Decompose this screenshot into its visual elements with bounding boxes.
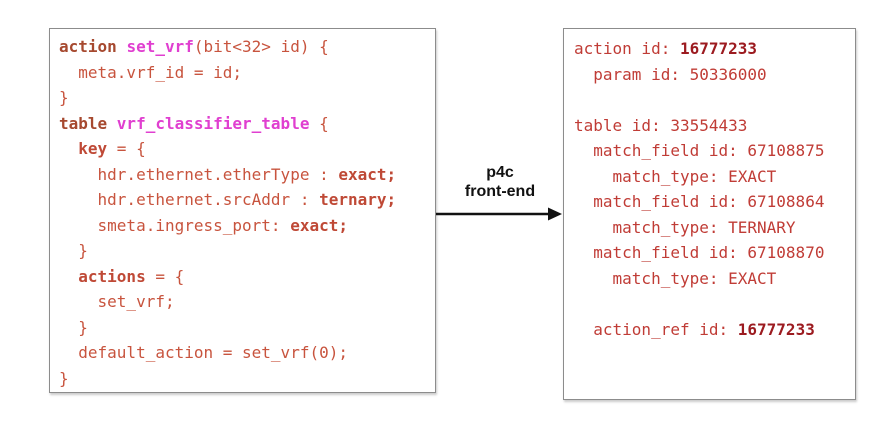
code-line: match_type: EXACT: [574, 266, 851, 292]
code-line: match_field id: 67108864: [574, 189, 851, 215]
code-segment: = {: [145, 266, 185, 286]
code-segment: actions: [78, 266, 146, 286]
code-line: }: [59, 85, 431, 111]
code-segment: (bit<32> id) {: [193, 37, 329, 56]
code-segment: [59, 139, 78, 158]
code-segment: match_field id: 67108870: [574, 243, 825, 262]
code-segment: }: [59, 88, 69, 107]
code-line: set_vrf;: [59, 289, 431, 315]
code-segment: 16777233: [737, 319, 815, 339]
code-segment: param id: 50336000: [574, 64, 767, 84]
code-segment: key: [78, 139, 108, 158]
p4-source-code-panel: action set_vrf(bit<32> id) { meta.vrf_id…: [49, 28, 436, 393]
code-segment: set_vrf: [126, 37, 194, 56]
code-segment: set_vrf;: [59, 292, 175, 311]
code-line: match_field id: 67108875: [574, 138, 851, 164]
code-line: hdr.ethernet.srcAddr : ternary;: [59, 187, 431, 213]
code-segment: action id:: [574, 39, 680, 58]
code-line: action_ref id: 16777233: [574, 317, 851, 343]
code-segment: }: [59, 317, 88, 337]
code-line: }: [59, 315, 431, 341]
code-segment: hdr.ethernet.etherType :: [59, 164, 339, 184]
code-line: default_action = set_vrf(0);: [59, 340, 431, 366]
code-segment: }: [59, 241, 88, 260]
code-segment: exact;: [338, 164, 397, 184]
code-line: }: [59, 366, 431, 392]
code-line: table vrf_classifier_table {: [59, 111, 431, 137]
code-line: table id: 33554433: [574, 113, 851, 139]
code-line: }: [59, 238, 431, 264]
code-line: hdr.ethernet.etherType : exact;: [59, 162, 431, 188]
code-segment: match_field id: 67108875: [574, 141, 825, 160]
code-line: key = {: [59, 136, 431, 162]
arrow-label: p4c front-end: [437, 163, 563, 201]
code-line: meta.vrf_id = id;: [59, 60, 431, 86]
code-segment: default_action = set_vrf(0);: [59, 343, 348, 362]
code-line: match_field id: 67108870: [574, 240, 851, 266]
code-segment: [59, 267, 78, 286]
code-segment: action_ref id:: [574, 319, 738, 339]
code-segment: match_type: EXACT: [574, 268, 777, 288]
code-line: match_type: TERNARY: [574, 215, 851, 241]
arrow-label-line1: p4c: [486, 164, 514, 181]
code-segment: table id: 33554433: [574, 115, 748, 135]
code-segment: smeta.ingress_port:: [59, 215, 291, 235]
code-segment: vrf_classifier_table: [116, 113, 310, 133]
code-line: [574, 291, 851, 317]
code-segment: match_field id: 67108864: [574, 192, 825, 211]
code-line: [574, 87, 851, 113]
code-line: smeta.ingress_port: exact;: [59, 213, 431, 239]
code-segment: table: [59, 113, 117, 133]
arrow-head-icon: [548, 207, 562, 221]
code-segment: exact;: [290, 215, 348, 235]
arrow-label-line2: front-end: [464, 183, 536, 200]
code-segment: meta.vrf_id = id;: [59, 62, 243, 82]
code-segment: match_type: EXACT: [574, 166, 777, 186]
code-segment: 16777233: [679, 39, 758, 58]
code-segment: }: [59, 368, 69, 388]
code-segment: ternary;: [319, 190, 397, 209]
code-line: param id: 50336000: [574, 62, 851, 88]
code-segment: match_type: TERNARY: [574, 217, 796, 237]
p4c-frontend-arrow: [436, 207, 562, 221]
p4info-output-panel: action id: 16777233 param id: 50336000 ta…: [563, 28, 856, 400]
code-line: action set_vrf(bit<32> id) {: [59, 34, 431, 60]
code-segment: action: [59, 37, 127, 56]
code-segment: = {: [107, 139, 146, 158]
code-line: action id: 16777233: [574, 36, 851, 62]
code-line: match_type: EXACT: [574, 164, 851, 190]
code-segment: {: [309, 113, 329, 133]
code-segment: hdr.ethernet.srcAddr :: [59, 190, 320, 209]
code-line: actions = {: [59, 264, 431, 290]
